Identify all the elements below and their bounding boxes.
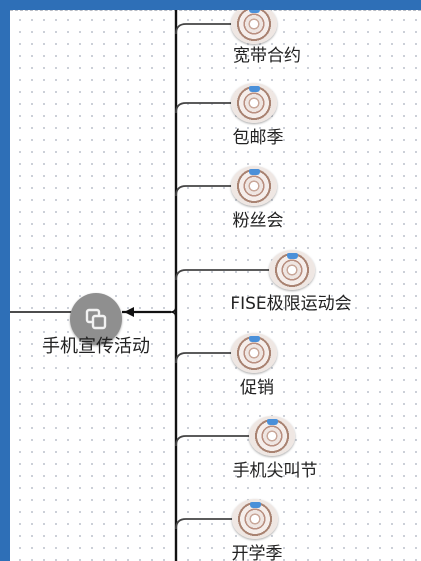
- branch-connector: [175, 352, 233, 364]
- node-marker-icon: [249, 336, 260, 342]
- node-marker-icon: [249, 10, 260, 13]
- connector-arrowhead: [124, 307, 134, 317]
- node-marker-icon: [267, 419, 278, 425]
- connector-layer: [10, 10, 271, 561]
- topic-node-label: 手机尖叫节: [232, 461, 318, 481]
- node-marker-icon: [250, 502, 261, 508]
- topic-node-label: FISE极限运动会: [230, 294, 352, 314]
- topic-node-label: 促销: [240, 378, 274, 398]
- copy-icon: [85, 308, 107, 330]
- node-marker-icon: [287, 253, 298, 259]
- topic-node-label: 包邮季: [232, 128, 284, 148]
- branch-connector: [175, 185, 233, 197]
- topic-node-label: 开学季: [231, 544, 283, 561]
- branch-connector: [175, 518, 234, 530]
- canvas-top-border: [10, 10, 421, 11]
- root-node-label: 手机宣传活动: [42, 336, 150, 357]
- topic-node-label: 粉丝会: [232, 211, 284, 231]
- branch-connector: [175, 269, 271, 281]
- root-node[interactable]: [70, 293, 122, 345]
- branch-connector: [175, 435, 251, 447]
- trunk-junction: [170, 305, 177, 319]
- node-marker-icon: [249, 169, 260, 175]
- diagram-canvas: 手机宣传活动 宽带合约包邮季粉丝会 FISE极限运动会促销手机尖叫节开学季: [10, 10, 421, 561]
- target-node-icon: [231, 10, 277, 44]
- branch-connector: [175, 23, 233, 35]
- branch-connector: [175, 102, 233, 114]
- topic-node-label: 宽带合约: [233, 46, 301, 66]
- node-marker-icon: [249, 86, 260, 92]
